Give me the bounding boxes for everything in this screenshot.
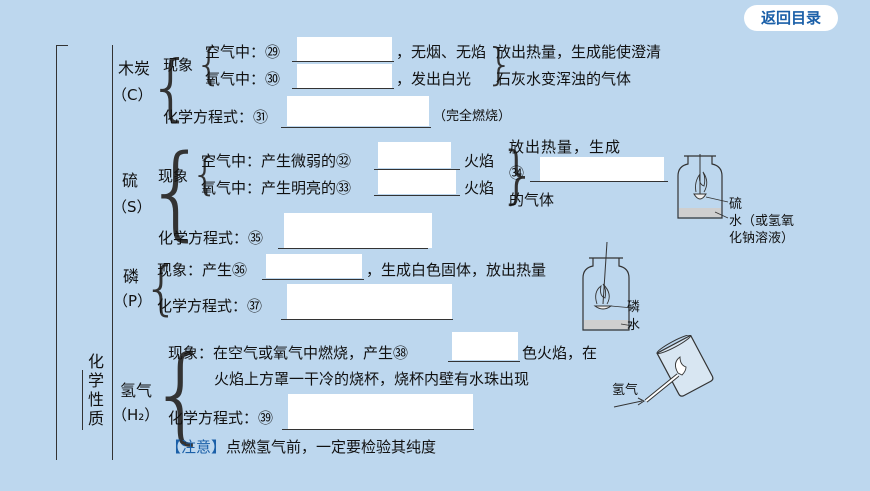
outer-top-line <box>56 45 68 46</box>
blank-36-line <box>262 279 364 280</box>
blank-34-line <box>530 181 668 182</box>
outer-left-line <box>56 45 57 460</box>
charcoal-air-label: 空气中：㉙ <box>205 43 281 61</box>
section-title-rule <box>82 370 83 430</box>
sulfur-phen-label: 现象 <box>158 167 189 185</box>
hydrogen-brace: { <box>148 333 215 455</box>
charcoal-symbol: （C） <box>112 86 153 104</box>
phosphorus-phen-label: 现象：产生㊱ <box>157 261 248 279</box>
blank-31-line <box>281 127 431 128</box>
phosphorus-eq-label: 化学方程式：㊲ <box>157 297 263 315</box>
charcoal-brace: { <box>148 45 194 129</box>
sulfur-phen-brace: { <box>191 149 219 200</box>
hydrogen-phen-line2: 火焰上方罩一干冷的烧杯，烧杯内壁有水珠出现 <box>214 370 530 388</box>
notice-tag: 【注意】 <box>166 438 227 456</box>
sulfur-eq-label: 化学方程式：㉟ <box>158 229 264 247</box>
hydrogen-symbol: （H₂） <box>112 406 160 424</box>
charcoal-eq-label: 化学方程式：㉛ <box>163 108 269 126</box>
phosphorus-symbol: （P） <box>113 292 153 310</box>
charcoal-o2-label: 氧气中：㉚ <box>205 70 281 88</box>
blank-33[interactable] <box>378 170 456 194</box>
phosphorus-name: 磷 <box>123 267 140 286</box>
sulfur-jar-figure <box>677 154 729 219</box>
sulfur-o2-label: 氧气中：产生明亮的㉝ <box>201 179 352 197</box>
sulfur-air-label: 空气中：产生微弱的㉜ <box>201 152 352 170</box>
back-to-contents-button[interactable]: 返回目录 <box>744 5 838 31</box>
hydrogen-name: 氢气 <box>120 381 153 400</box>
blank-34[interactable] <box>540 157 664 181</box>
blank-36[interactable] <box>266 254 362 278</box>
blank-32[interactable] <box>378 142 451 168</box>
hydrogen-phen-after: 色火焰，在 <box>522 344 598 362</box>
blank-30-line <box>292 88 394 89</box>
blank-31[interactable] <box>287 96 429 126</box>
blank-35[interactable] <box>284 213 432 248</box>
notice-text: 点燃氢气前，一定要检验其纯度 <box>226 438 437 456</box>
hydrogen-eq-label: 化学方程式：㊴ <box>168 409 274 427</box>
sulfur-flame-2: 火焰 <box>464 179 495 197</box>
sulfur-fig-label-1: 硫 <box>729 197 743 212</box>
blank-39-line <box>282 429 474 430</box>
sulfur-shared-line1: 放出热量，生成 <box>509 138 622 156</box>
charcoal-phen-label: 现象 <box>163 56 194 74</box>
blank-39[interactable] <box>288 394 473 429</box>
blank-35-line <box>278 248 428 249</box>
blank-30[interactable] <box>297 64 392 88</box>
charcoal-o2-after: ，发出白光 <box>396 70 472 88</box>
sulfur-flame-1: 火焰 <box>464 152 495 170</box>
hydrogen-figure <box>613 335 714 408</box>
blank-38-line <box>448 361 520 362</box>
sulfur-brace: { <box>144 133 209 252</box>
sulfur-symbol: （S） <box>112 198 152 216</box>
hydrogen-notice: 【注意】点燃氢气前，一定要检验其纯度 <box>166 438 436 456</box>
blank-37[interactable] <box>287 284 452 319</box>
blank-29[interactable] <box>297 37 392 61</box>
charcoal-phen-brace: { <box>195 39 223 90</box>
charcoal-shared-line1: 放出热量，生成能使澄清 <box>496 43 662 61</box>
blank-38[interactable] <box>452 332 518 360</box>
sulfur-shared-line3: 的气体 <box>509 191 555 209</box>
blank-29-line <box>292 61 394 62</box>
phosphorus-jar-figure <box>582 241 634 331</box>
section-title: 化 学 性 质 <box>87 352 104 428</box>
hydrogen-phen-label: 现象：在空气或氧气中燃烧，产生㊳ <box>168 344 409 362</box>
sulfur-name: 硫 <box>122 171 139 190</box>
phosphorus-fig-label-1: 磷 <box>627 300 641 315</box>
outer-tree-line <box>112 45 113 460</box>
charcoal-name: 木炭 <box>118 59 151 78</box>
blank-37-line <box>281 319 453 320</box>
sulfur-shared-num: ㉞ <box>509 164 525 182</box>
charcoal-shared-line2: 石灰水变浑浊的气体 <box>496 70 632 88</box>
blank-33-line <box>374 195 460 196</box>
charcoal-eq-note: （完全燃烧） <box>433 109 512 124</box>
charcoal-air-after: ，无烟、无焰 <box>396 43 487 61</box>
blank-32-line <box>374 169 460 170</box>
phosphorus-phen-after: ，生成白色固体，放出热量 <box>366 261 547 279</box>
hydrogen-fig-label: 氢气 <box>612 383 639 398</box>
phosphorus-brace: { <box>143 254 180 322</box>
phosphorus-fig-label-2: 水 <box>627 318 641 333</box>
sulfur-fig-label-2: 水（或氢氧 <box>729 214 795 229</box>
sulfur-fig-label-3: 化钠溶液） <box>729 231 795 246</box>
